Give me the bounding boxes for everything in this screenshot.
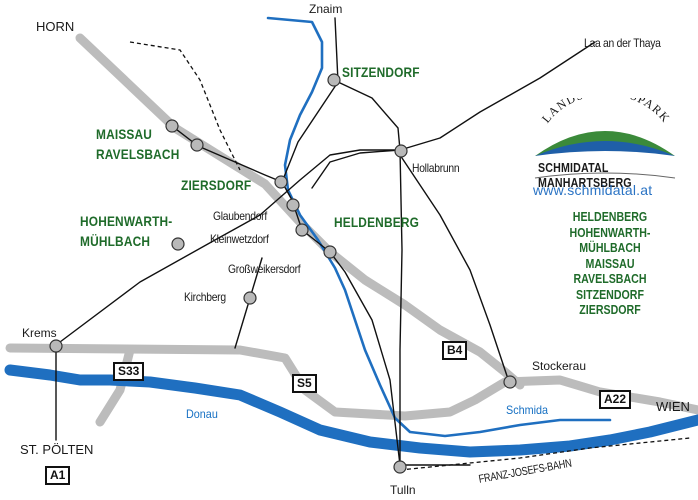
park-url[interactable]: www.schmidatal.at xyxy=(533,182,653,198)
station-sitzendorf xyxy=(327,73,341,87)
station-stockerau xyxy=(503,375,517,389)
station-krems xyxy=(49,339,63,353)
park-member-hohenwarth-muehlbach: HOHENWARTH-MÜHLBACH xyxy=(569,225,651,256)
park-member-ravelsbach: RAVELSBACH xyxy=(573,272,647,286)
station-ziersdorf xyxy=(274,175,288,189)
station-hollabrunn xyxy=(394,144,408,158)
label-hollabrunn: Hollabrunn xyxy=(412,161,460,175)
logo-hill-blue xyxy=(535,141,675,156)
rail-laa xyxy=(311,41,596,189)
franz-josefs-bahn-track xyxy=(399,437,691,471)
donau-river xyxy=(4,364,698,458)
station-glaubendorf xyxy=(286,198,300,212)
station-tulln xyxy=(393,460,407,474)
park-member-sitzendorf: SITZENDORF xyxy=(576,287,644,302)
label-ravelsbach: RAVELSBACH xyxy=(96,146,180,162)
station-kleinwetzdorf xyxy=(295,223,309,237)
svg-text:LANDSCHAFTSPARK: LANDSCHAFTSPARK xyxy=(539,98,673,126)
label-st-poelten: ST. PÖLTEN xyxy=(20,442,94,457)
shield-a1: A1 xyxy=(45,466,71,485)
rail-krems-hollabrunn xyxy=(55,149,401,346)
label-muehlbach: MÜHLBACH xyxy=(80,233,151,249)
label-hohenwarth: HOHENWARTH- xyxy=(80,213,173,229)
logo-underline xyxy=(534,172,676,179)
label-schmida: Schmida xyxy=(506,403,549,417)
park-member-heldenberg: HELDENBERG xyxy=(572,210,648,224)
park-member-list: HELDENBERG HOHENWARTH-MÜHLBACH MAISSAU R… xyxy=(535,210,685,319)
label-tulln: Tulln xyxy=(390,483,416,497)
label-stockerau: Stockerau xyxy=(532,359,587,373)
logo-arc-text: LANDSCHAFTSPARK xyxy=(539,98,672,126)
park-member-maissau: MAISSAU xyxy=(585,256,635,271)
landschaftspark-logo: LANDSCHAFTSPARK xyxy=(534,98,676,179)
label-kleinwetzdorf: Kleinwetzdorf xyxy=(210,232,269,246)
station-ravelsbach xyxy=(190,138,204,152)
label-ziersdorf: ZIERSDORF xyxy=(181,177,252,193)
label-sitzendorf: SITZENDORF xyxy=(342,64,420,80)
label-maissau: MAISSAU xyxy=(96,126,153,142)
station-kirchberg xyxy=(243,291,257,305)
station-maissau xyxy=(165,119,179,133)
shield-s33: S33 xyxy=(113,362,145,381)
label-kirchberg: Kirchberg xyxy=(184,290,226,304)
shield-a22: A22 xyxy=(599,390,632,409)
park-title: SCHMIDATAL MANHARTSBERG xyxy=(538,160,632,190)
schmida-river xyxy=(266,16,612,438)
shield-s5: S5 xyxy=(292,374,317,393)
label-wien: WIEN xyxy=(656,399,690,414)
label-donau: Donau xyxy=(186,407,218,421)
dashed-track-north xyxy=(129,41,241,171)
road-horn-stockerau xyxy=(75,33,525,390)
label-glaubendorf: Glaubendorf xyxy=(213,209,267,223)
park-member-ziersdorf: ZIERSDORF xyxy=(579,303,641,317)
station-grossweikersdorf xyxy=(323,245,337,259)
rail-hollabrunn-stockerau xyxy=(399,154,511,386)
label-krems: Krems xyxy=(22,326,57,340)
rail-znaim-hollabrunn xyxy=(334,17,403,466)
station-hohenwarth xyxy=(171,237,185,251)
label-grossweikersdorf: Großweikersdorf xyxy=(228,262,301,276)
label-heldenberg: HELDENBERG xyxy=(334,214,420,230)
label-znaim: Znaim xyxy=(309,2,343,16)
shield-b4: B4 xyxy=(442,341,468,360)
label-laa: Laa an der Thaya xyxy=(584,36,661,50)
rail-sitzendorf-branch xyxy=(281,81,339,183)
label-horn: HORN xyxy=(36,19,75,34)
